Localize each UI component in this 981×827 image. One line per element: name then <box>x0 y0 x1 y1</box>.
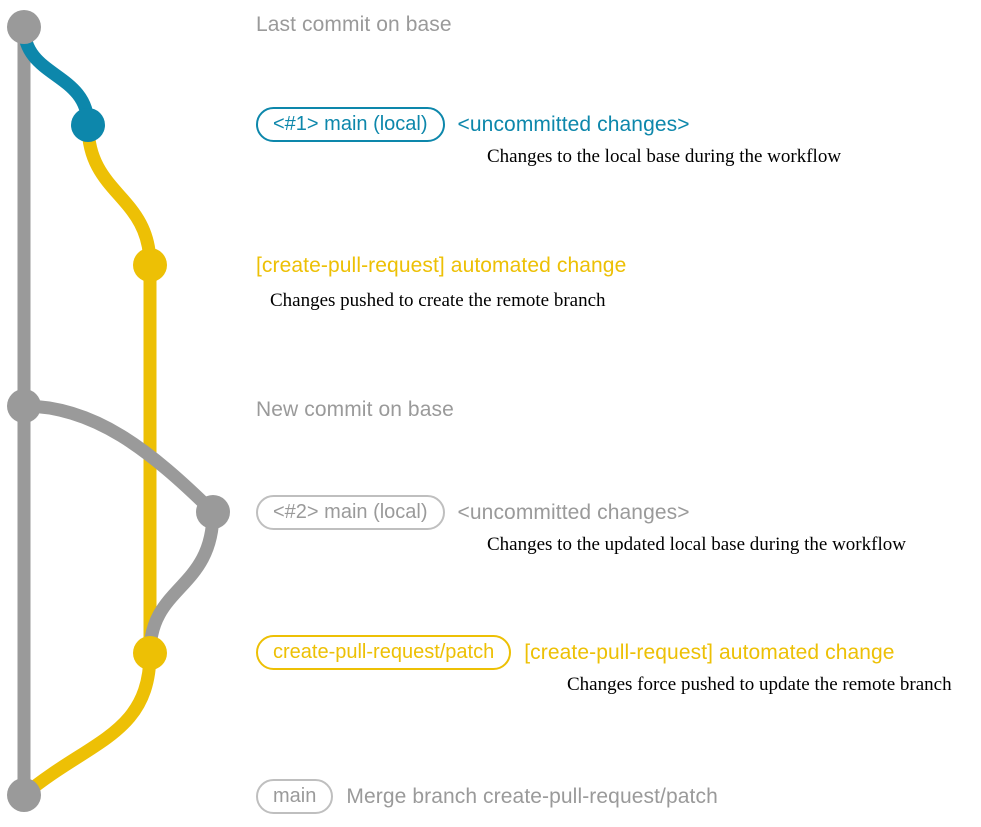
commit-subject-local-2: <uncommitted changes> <box>457 500 690 524</box>
commit-row-base-new: New commit on base <box>256 398 454 422</box>
commit-row-patch-2: create-pull-request/patch [create-pull-r… <box>256 635 895 670</box>
commit-subject-base-new: New commit on base <box>256 398 454 421</box>
graph-nodes <box>7 10 230 812</box>
edge-local-1-to-patch-1 <box>81 118 157 272</box>
commit-description-local-1: Changes to the local base during the wor… <box>487 146 842 167</box>
commit-node-merge[interactable] <box>7 778 41 812</box>
commit-description-patch-2: Changes force pushed to update the remot… <box>567 674 952 695</box>
commit-row-merge: main Merge branch create-pull-request/pa… <box>256 779 718 814</box>
commit-row-base-last: Last commit on base <box>256 13 452 37</box>
commit-description-patch-1: Changes pushed to create the remote bran… <box>270 290 606 311</box>
commit-node-patch-2[interactable] <box>133 636 167 670</box>
edge-patch-2-to-merge <box>17 646 157 802</box>
commit-node-base-last[interactable] <box>7 10 41 44</box>
commit-subject-local-1: <uncommitted changes> <box>457 112 690 136</box>
commit-row-local-1: <#1> main (local) <uncommitted changes> <box>256 107 690 142</box>
commit-subject-patch-2: [create-pull-request] automated change <box>524 640 895 664</box>
commit-node-local-1[interactable] <box>71 108 105 142</box>
commit-row-patch-1: [create-pull-request] automated change <box>256 254 626 278</box>
commit-subject-merge: Merge branch create-pull-request/patch <box>346 784 718 808</box>
ref-pill-local-2[interactable]: <#2> main (local) <box>256 495 445 530</box>
commit-node-patch-1[interactable] <box>133 248 167 282</box>
commit-subject-base-last: Last commit on base <box>256 13 452 36</box>
ref-pill-patch-2[interactable]: create-pull-request/patch <box>256 635 512 670</box>
commit-description-local-2: Changes to the updated local base during… <box>487 534 906 555</box>
edge-base-new-to-local-2 <box>17 399 220 519</box>
commit-subject-patch-1: [create-pull-request] automated change <box>256 254 627 277</box>
commit-node-local-2[interactable] <box>196 495 230 529</box>
commit-node-base-new[interactable] <box>7 389 41 423</box>
commit-row-local-2: <#2> main (local) <uncommitted changes> <box>256 495 690 530</box>
ref-pill-local-1[interactable]: <#1> main (local) <box>256 107 445 142</box>
ref-pill-main[interactable]: main <box>256 779 334 814</box>
edge-local-2-to-patch-2 <box>143 505 220 660</box>
